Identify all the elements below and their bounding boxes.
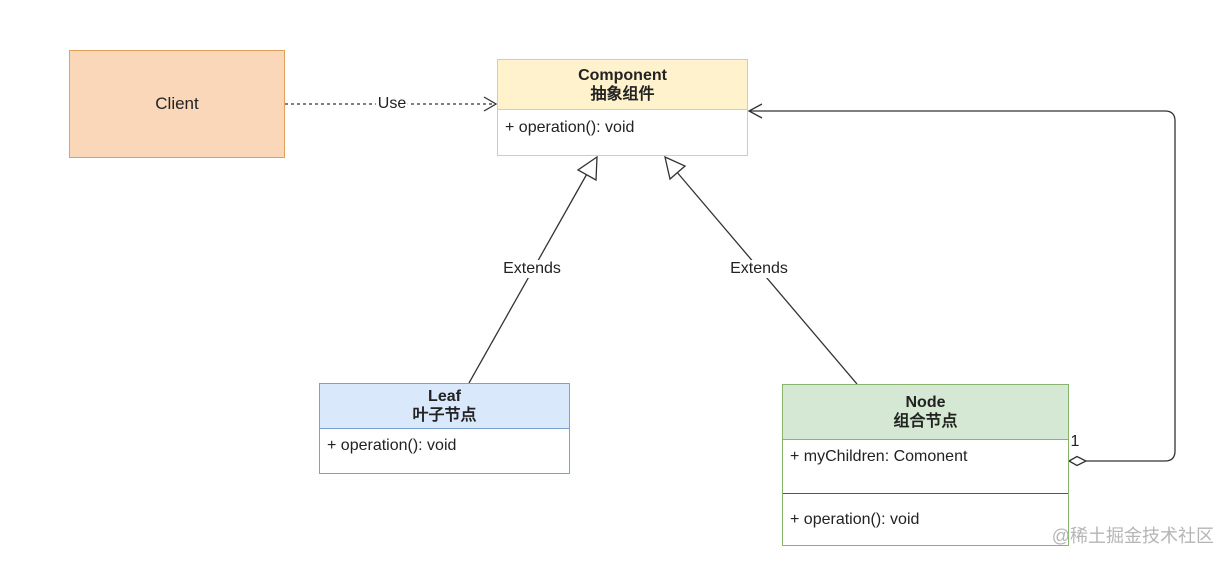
node-attribute: + myChildren: Comonent [790, 448, 968, 465]
watermark: @稀土掘金技术社区 [1051, 526, 1214, 546]
node-extends-arrowhead [664, 155, 687, 181]
component-header: Component 抽象组件 [498, 60, 747, 110]
leaf-header: Leaf 叶子节点 [320, 384, 569, 429]
node-extends-label: Extends [728, 260, 790, 278]
node-class[interactable]: Node 组合节点 + myChildren: Comonent + opera… [782, 384, 1069, 546]
leaf-extends-arrowhead [576, 155, 598, 182]
leaf-operation: + operation(): void [327, 437, 457, 454]
aggregation-connector [750, 110, 1176, 462]
node-subtitle: 组合节点 [893, 413, 958, 430]
component-operation: + operation(): void [505, 119, 635, 136]
component-class[interactable]: Component 抽象组件 + operation(): void [497, 59, 748, 156]
client-box[interactable]: Client [69, 50, 285, 158]
client-label: Client [155, 94, 199, 113]
node-title: Node [905, 394, 946, 411]
node-divider [783, 493, 1068, 494]
multiplicity-label: 1 [1070, 433, 1080, 450]
leaf-title: Leaf [428, 388, 461, 405]
node-header: Node 组合节点 [783, 385, 1068, 440]
leaf-extends-label: Extends [501, 260, 563, 278]
aggregation-arrowhead [747, 103, 763, 119]
use-label: Use [375, 95, 409, 113]
leaf-class[interactable]: Leaf 叶子节点 + operation(): void [319, 383, 570, 474]
use-arrowhead [483, 96, 498, 112]
leaf-subtitle: 叶子节点 [412, 407, 477, 424]
component-title: Component [578, 66, 667, 84]
node-operation: + operation(): void [790, 511, 920, 528]
component-subtitle: 抽象组件 [590, 85, 655, 103]
aggregation-diamond [1067, 455, 1088, 467]
